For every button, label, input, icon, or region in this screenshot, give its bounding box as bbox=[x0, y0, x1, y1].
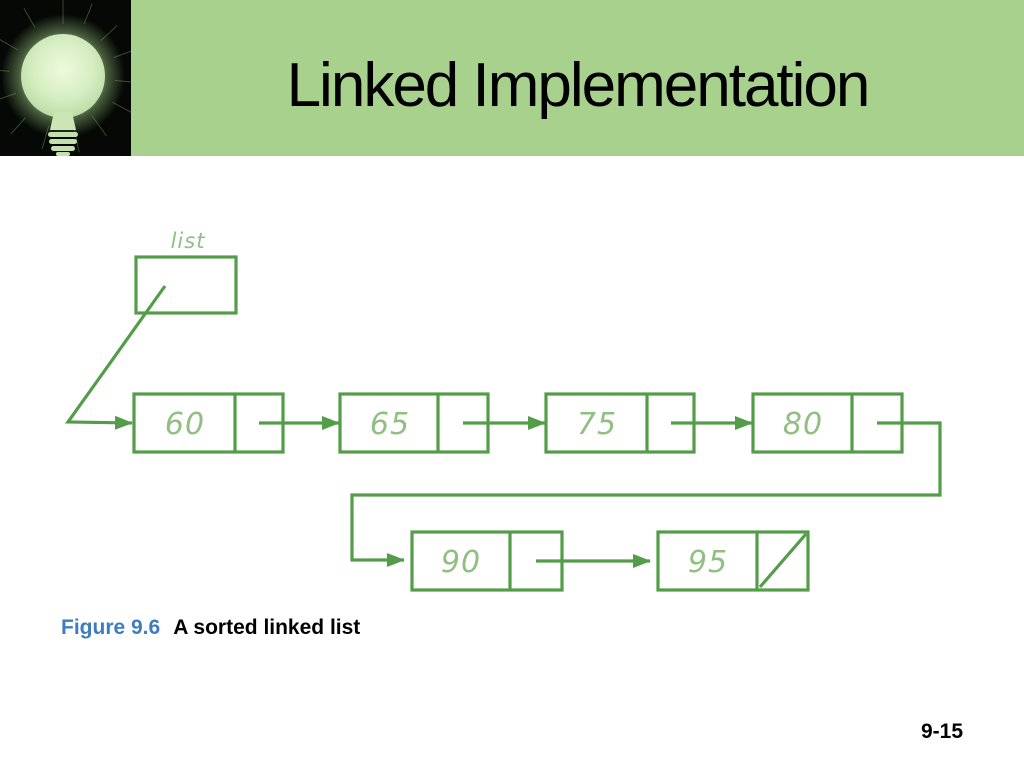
title-banner: Linked Implementation bbox=[131, 0, 1024, 156]
node-value: 80 bbox=[783, 407, 823, 442]
node-value: 90 bbox=[441, 545, 481, 580]
list-node: 95 bbox=[656, 530, 810, 592]
wrap-link-arrow bbox=[350, 421, 942, 567]
null-slash-icon bbox=[758, 532, 808, 589]
node-value: 60 bbox=[165, 407, 205, 442]
head-pointer-label: list bbox=[171, 229, 206, 253]
figure-label: Figure 9.6 bbox=[61, 616, 161, 639]
head-pointer-box bbox=[134, 255, 238, 315]
lightbulb-icon bbox=[0, 0, 131, 156]
node-value: 95 bbox=[688, 545, 728, 580]
figure-caption: Figure 9.6 A sorted linked list bbox=[61, 616, 360, 640]
slide-title: Linked Implementation bbox=[286, 50, 871, 120]
node-value: 65 bbox=[370, 407, 410, 442]
node-value: 75 bbox=[577, 407, 617, 442]
page-number: 9-15 bbox=[920, 720, 963, 743]
figure-caption-text: A sorted linked list bbox=[173, 616, 361, 639]
head-pointer-arrow bbox=[64, 285, 167, 430]
